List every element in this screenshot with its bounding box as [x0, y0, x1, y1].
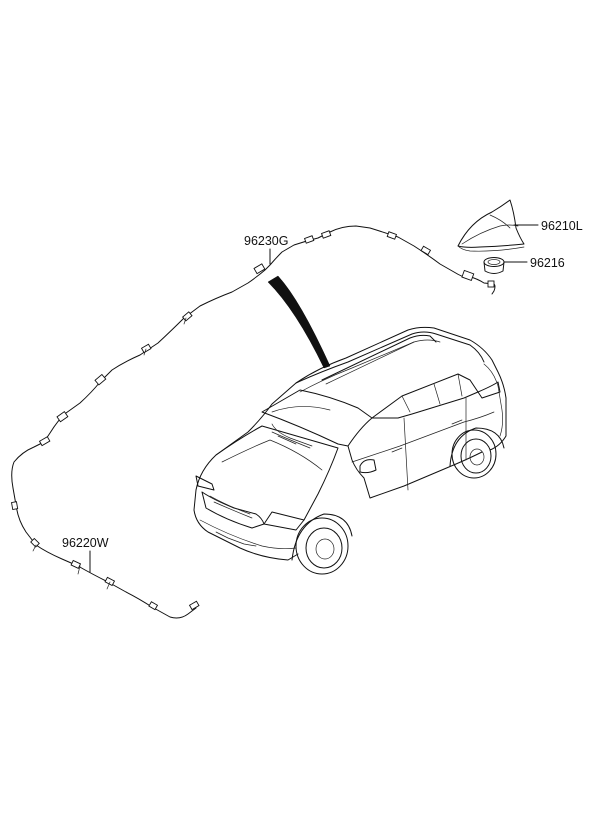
part-number-96210L: 96210L [541, 219, 583, 233]
part-number-96220W: 96220W [62, 536, 109, 550]
front-wheel [291, 513, 353, 575]
antenna-connector [461, 269, 496, 295]
location-pointer [267, 275, 331, 369]
shark-fin-antenna[interactable] [457, 199, 525, 252]
part-number-96230G: 96230G [244, 234, 288, 248]
label-96210L[interactable]: 96210L [513, 219, 583, 233]
label-96216[interactable]: 96216 [503, 256, 565, 270]
main-feeder-cable[interactable] [11, 225, 471, 619]
vehicle-illustration [193, 326, 507, 575]
part-number-96216: 96216 [530, 256, 565, 270]
antenna-gasket[interactable] [483, 257, 505, 274]
rear-wheel [449, 427, 505, 479]
label-96220W[interactable]: 96220W [62, 536, 109, 573]
label-96230G[interactable]: 96230G [244, 234, 288, 265]
